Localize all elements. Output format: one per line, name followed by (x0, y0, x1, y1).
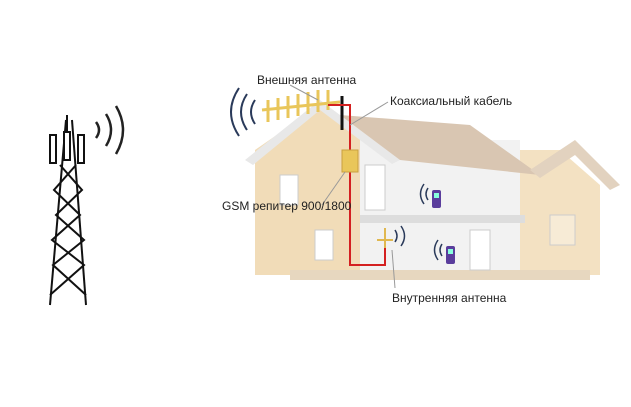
signal-waves-icon (94, 105, 125, 155)
external-antenna-icon (261, 90, 341, 122)
gsm-repeater-box (341, 149, 359, 173)
gsm-repeater-label: GSM репитер 900/1800 (222, 199, 352, 213)
internal-antenna-icon (377, 228, 393, 248)
internal-waves-icon (394, 225, 406, 247)
external-antenna-label: Внешняя антенна (257, 73, 357, 87)
leader-lines (289, 84, 396, 289)
coaxial-cable (328, 104, 386, 266)
antenna-waves-icon (230, 87, 256, 137)
coax-cable-label: Коаксиальный кабель (390, 94, 513, 108)
house-illustration (245, 100, 620, 280)
phone-icon (419, 183, 455, 264)
cell-tower-icon (49, 115, 87, 306)
internal-antenna-label: Внутренняя антенна (392, 291, 507, 305)
